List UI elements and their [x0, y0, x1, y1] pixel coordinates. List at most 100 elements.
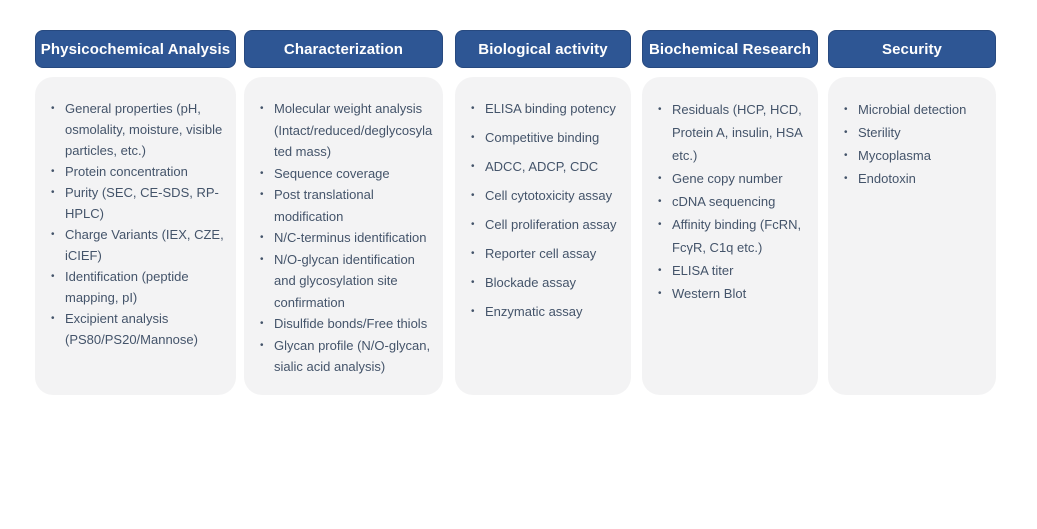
list-item-text: Reporter cell assay: [485, 246, 597, 261]
column-physicochemical-analysis: Physicochemical Analysis • General proper…: [35, 30, 236, 395]
column-header-biological-activity: Biological activity: [455, 30, 631, 68]
list-item: • Competitive binding: [471, 127, 623, 149]
list-item-text: Disulfide bonds/Free thiols: [274, 316, 428, 331]
column-card-biochemical-research: • Residuals (HCP, HCD, Protein A, insulin…: [642, 77, 818, 395]
bullet-icon: •: [658, 265, 662, 276]
bullet-icon: •: [471, 190, 475, 201]
list-item-text: Post translational modification: [274, 187, 374, 224]
column-security: Security • Microbial detection • Sterility…: [828, 30, 996, 395]
bullet-icon: •: [51, 229, 55, 240]
list-item: • Residuals (HCP, HCD, Protein A, insulin…: [658, 98, 810, 167]
column-card-biological-activity: • ELISA binding potency • Competitive bind…: [455, 77, 631, 395]
list-item-text: Affinity binding (FcRN, FcγR, C1q etc.): [672, 217, 802, 255]
list-item-text: Blockade assay: [485, 275, 577, 290]
column-header-physicochemical-analysis: Physicochemical Analysis: [35, 30, 236, 68]
list-item: •Excipient analysis (PS80/PS20/Mannose): [51, 308, 228, 350]
column-card-characterization: • Molecular weight analysis (Intact/reduc…: [244, 77, 443, 395]
bullet-icon: •: [260, 189, 264, 200]
bullet-icon: •: [658, 219, 662, 230]
bullet-icon: •: [471, 248, 475, 259]
list-item: • Glycan profile (N/O-glycan, sialic acid…: [260, 335, 435, 378]
list-item-text: Charge Variants (IEX, CZE, iCIEF): [65, 227, 224, 263]
list-item: • Reporter cell assay: [471, 243, 623, 265]
list-item: • Sterility: [844, 121, 988, 144]
list-item-text: cDNA sequencing: [672, 194, 776, 209]
list-item: • Cell proliferation assay: [471, 214, 623, 236]
list-item-text: Sequence coverage: [274, 165, 390, 181]
list-item: • Microbial detection: [844, 98, 988, 121]
bullet-icon: •: [260, 103, 264, 114]
bullet-icon: •: [51, 271, 55, 282]
list-item: •N/O-glycan identification and glycosyla…: [260, 249, 435, 314]
item-list: • Molecular weight analysis (Intact/reduc…: [260, 98, 435, 378]
list-item: • General properties (pH, osmolality, moi…: [51, 98, 228, 161]
bullet-icon: •: [51, 187, 55, 198]
column-card-security: •Microbial detection •Sterility •Mycopla…: [828, 77, 996, 395]
list-item: •Mycoplasma: [844, 144, 988, 167]
list-item: • Enzymatic assay: [471, 301, 623, 323]
bullet-icon: •: [51, 166, 55, 177]
list-item: • Cell cytotoxicity assay: [471, 185, 623, 207]
item-list: • Residuals (HCP, HCD, Protein A, insulin…: [658, 98, 810, 305]
bullet-icon: •: [658, 288, 662, 299]
list-item-text: Glycan profile (N/O-glycan, sialic acid …: [274, 337, 431, 375]
list-item-text: Cell proliferation assay: [485, 217, 617, 232]
list-item: • ELISA titer: [658, 259, 810, 282]
list-item-text: Competitive binding: [485, 130, 600, 145]
bullet-icon: •: [471, 219, 475, 230]
item-list: • General properties (pH, osmolality, moi…: [51, 98, 228, 350]
list-item: • Protein concentration: [51, 161, 228, 182]
list-item: •Identification (peptide mapping, pI): [51, 266, 228, 308]
bullet-icon: •: [471, 132, 475, 143]
column-biochemical-research: Biochemical Research • Residuals (HCP, HC…: [642, 30, 818, 395]
list-item-text: Western Blot: [672, 286, 747, 301]
list-item-text: Sterility: [858, 125, 901, 140]
list-item-text: N/O-glycan identification and glycosylat…: [274, 251, 415, 310]
list-item-text: Gene copy number: [672, 171, 783, 186]
list-item: • N/C-terminus identification: [260, 227, 435, 249]
list-item-text: Molecular weight analysis (Intact/reduce…: [274, 101, 433, 159]
list-item-text: General properties (pH, osmolality, mois…: [65, 101, 223, 158]
list-item-text: ELISA binding potency: [485, 101, 616, 116]
list-item-text: ELISA titer: [672, 263, 734, 278]
list-item: • Post translational modification: [260, 184, 435, 227]
bullet-icon: •: [471, 306, 475, 317]
list-item: • Endotoxin: [844, 167, 988, 190]
column-characterization: Characterization •Molecular weight analy…: [244, 30, 443, 395]
column-card-physicochemical-analysis: • General properties (pH, osmolality, moi…: [35, 77, 236, 395]
bullet-icon: •: [51, 313, 55, 324]
bullet-icon: •: [471, 103, 475, 114]
list-item-text: Endotoxin: [858, 171, 916, 186]
bullet-icon: •: [260, 318, 264, 329]
list-item: • ELISA binding potency: [471, 98, 623, 120]
bullet-icon: •: [658, 196, 662, 207]
item-list: • ELISA binding potency • Competitive bind…: [471, 98, 623, 323]
bullet-icon: •: [260, 232, 264, 243]
list-item: • Disulfide bonds/Free thiols: [260, 313, 435, 335]
list-item-text: Residuals (HCP, HCD, Protein A, insulin,…: [672, 102, 803, 163]
bullet-icon: •: [844, 173, 848, 184]
list-item: • Molecular weight analysis (Intact/reduc…: [260, 98, 435, 163]
list-item-text: Microbial detection: [858, 102, 967, 117]
list-item: •ADCC, ADCP, CDC: [471, 156, 623, 178]
list-item-text: Cell cytotoxicity assay: [485, 188, 613, 203]
column-header-security: Security: [828, 30, 996, 68]
list-item-text: Protein concentration: [65, 164, 188, 179]
bullet-icon: •: [260, 167, 264, 179]
column-header-biochemical-research: Biochemical Research: [642, 30, 818, 68]
list-item: •Blockade assay: [471, 272, 623, 294]
list-item: •Gene copy number: [658, 167, 810, 190]
bullet-icon: •: [844, 127, 848, 138]
bullet-icon: •: [51, 103, 55, 114]
column-biological-activity: Biological activity • ELISA binding poten…: [455, 30, 631, 395]
list-item-text: Enzymatic assay: [485, 304, 583, 319]
list-item-text: N/C-terminus identification: [274, 230, 427, 245]
bullet-icon: •: [658, 104, 662, 115]
list-item: • cDNA sequencing: [658, 190, 810, 213]
list-item: •Purity (SEC, CE-SDS, RP-HPLC): [51, 182, 228, 224]
bullet-icon: •: [844, 104, 848, 115]
bullet-icon: •: [471, 161, 475, 172]
bullet-icon: •: [260, 339, 264, 351]
list-item-text: Mycoplasma: [858, 148, 931, 163]
